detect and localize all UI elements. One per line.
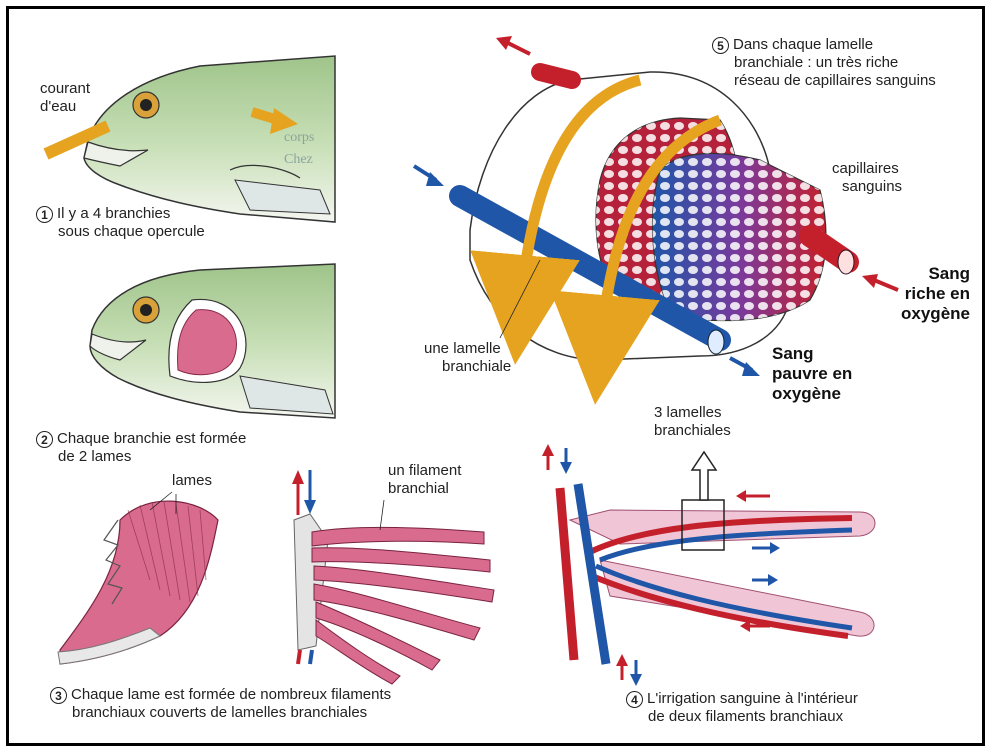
- step-number-1: 1: [36, 206, 53, 223]
- step-number-2: 2: [36, 431, 53, 448]
- label-sang-pauvre: Sang pauvre en oxygène: [772, 344, 852, 404]
- label-courant-deau: courant d'eau: [40, 80, 90, 116]
- vein-blue: [578, 484, 606, 664]
- bg-text-corps: corps: [284, 130, 314, 145]
- fish-head-1: corps Chez: [84, 56, 335, 222]
- gill-arch: [58, 492, 218, 664]
- step-number-5: 5: [712, 37, 729, 54]
- artery-red: [560, 488, 574, 660]
- label-3-lamelles: 3 lamelles branchiales: [654, 404, 731, 440]
- irrigation-diagram: [542, 444, 875, 686]
- fish-head-2: [90, 264, 335, 418]
- label-filament-branchial: un filament branchial: [388, 462, 461, 498]
- label-lames: lames: [172, 472, 212, 490]
- gill-filaments: [292, 470, 494, 684]
- label-sang-riche: Sang riche en oxygène: [890, 264, 970, 324]
- bg-text-chez: Chez: [284, 152, 313, 167]
- label-capillaires-sanguins: capillaires sanguins: [832, 160, 902, 196]
- label-une-lamelle: une lamelle branchiale: [424, 340, 511, 376]
- step-number-3: 3: [50, 687, 67, 704]
- step-number-4: 4: [626, 691, 643, 708]
